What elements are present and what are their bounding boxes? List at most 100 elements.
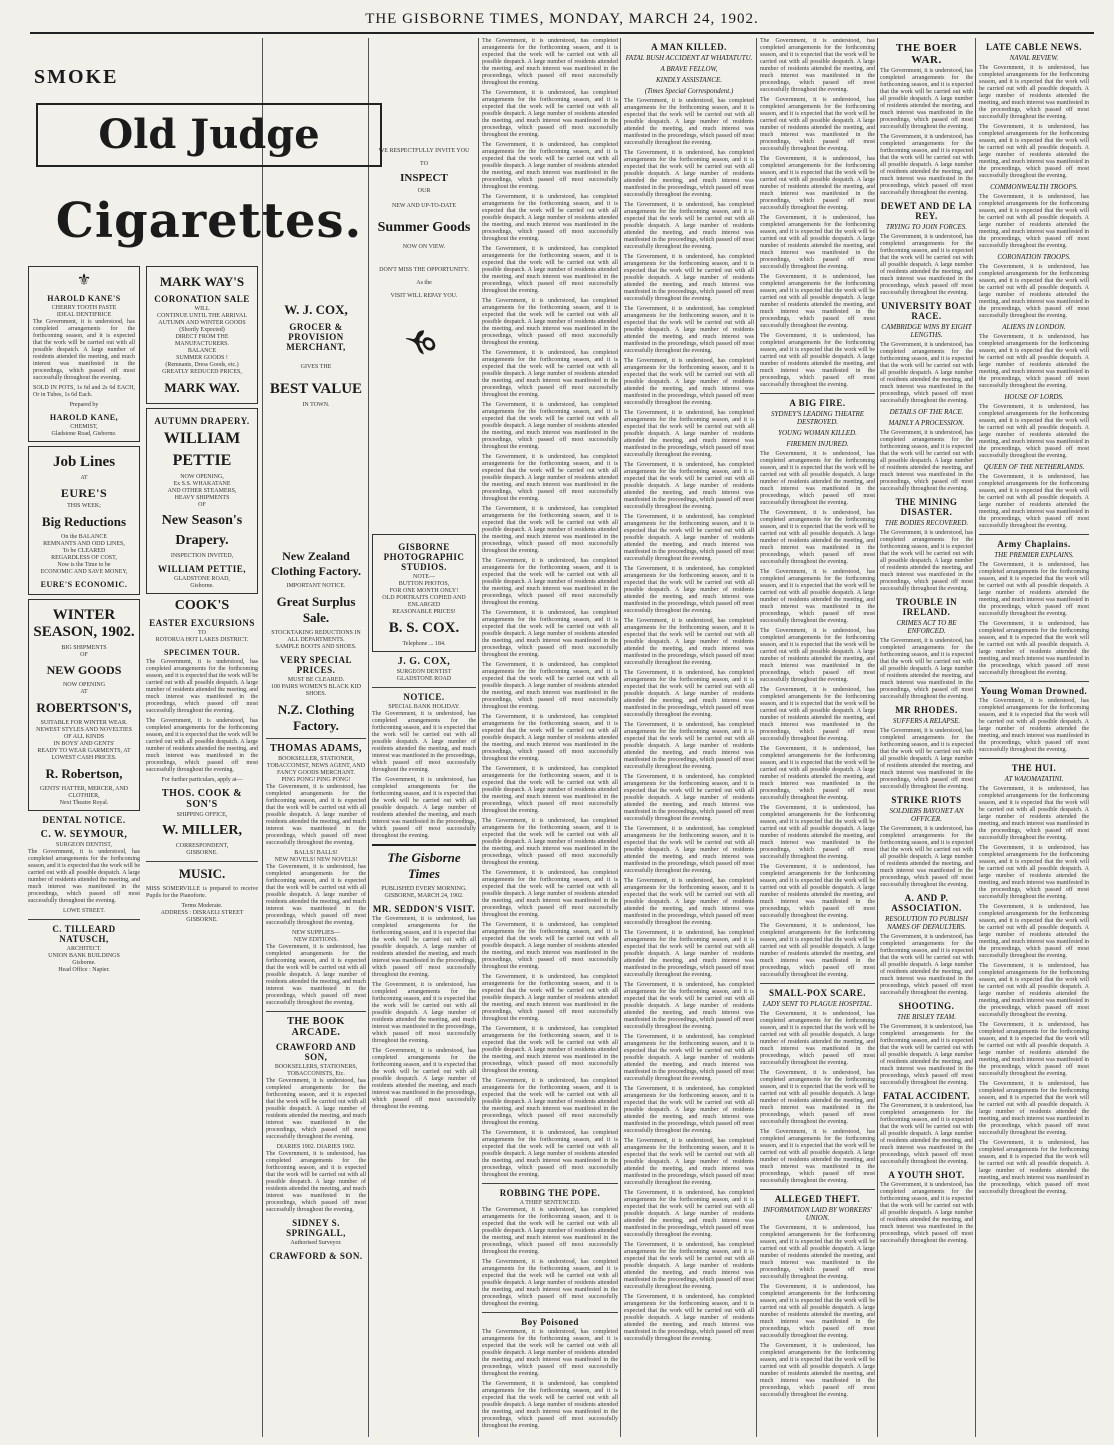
surgeon-dentist: SURGEON DENTIST: [396, 669, 452, 675]
column-f: A MAN KILLED. FATAL BUSH ACCIDENT AT WHA…: [624, 38, 754, 1437]
photo-studio-advert: GISBORNE PHOTOGRAPHIC STUDIOS. NOTE— BUT…: [372, 534, 476, 652]
gents-label: GENTS' HATTER, MERCER, AND CLOTHIER,: [39, 786, 129, 799]
column-i: LATE CABLE NEWS. NAVAL REVIEW. The Gover…: [979, 38, 1089, 1437]
kindly-assistance: KINDLY ASSISTANCE.: [655, 76, 723, 84]
column-e: The Government, it is understood, has co…: [482, 38, 618, 1437]
column-rule: [620, 38, 621, 1437]
harold-price: SOLD IN POTS, 1s 6d and 2s 6d EACH, Or i…: [33, 385, 135, 398]
harold-chemist: HAROLD KANE,: [49, 413, 119, 422]
article-body: The Government, it is understood, has co…: [624, 982, 754, 1030]
mark-way-advert: MARK WAY'S CORONATION SALE WILL CONTINUE…: [146, 266, 258, 404]
at-waiomatatini: AT WAIOMATATINI.: [1004, 775, 1064, 783]
very-special: VERY SPECIAL PRICES.: [279, 655, 353, 675]
fatal-accident-2: FATAL ACCIDENT.: [883, 1091, 970, 1101]
mr-rhodes: MR RHODES.: [895, 705, 958, 715]
university-boat-race: UNIVERSITY BOAT RACE.: [881, 301, 972, 321]
article-body: The Government, it is understood, has co…: [482, 350, 618, 398]
article-body: The Government, it is understood, has co…: [624, 878, 754, 926]
article-body: The Government, it is understood, has co…: [624, 462, 754, 510]
in-town: IN TOWN.: [302, 402, 330, 408]
boer-war: THE BOER WAR.: [895, 42, 958, 66]
one-month: FOR ONE MONTH ONLY!: [389, 588, 459, 594]
article-body: The Government, it is understood, has co…: [880, 1024, 973, 1086]
diaries-body: The Government, it is understood, has co…: [266, 1151, 366, 1213]
article-body: The Government, it is understood, has co…: [760, 38, 875, 93]
robertsons-name: ROBERTSON'S,: [36, 700, 132, 715]
specimen-tour: SPECIMEN TOUR.: [163, 648, 241, 657]
article-body: The Government, it is understood, has co…: [979, 334, 1089, 389]
lowe-street: LOWE STREET.: [63, 908, 105, 914]
notice-body-2: The Government, it is understood, has co…: [372, 777, 476, 839]
william-pettie: WILLIAM PETTIE,: [157, 564, 247, 574]
signature-logo: ⚘: [372, 300, 476, 530]
regardless-label: REGARDLESS OF COST,: [51, 555, 117, 561]
article-body: The Government, it is understood, has co…: [760, 156, 875, 211]
seddon-visit: MR. SEDDON'S VISIT.: [372, 904, 476, 914]
supplies-label: NEW SUPPLIES—: [291, 930, 341, 936]
seddon-body-2: The Government, it is understood, has co…: [372, 982, 476, 1044]
article-body: The Government, it is understood, has co…: [979, 264, 1089, 319]
a-and-p: A. AND P. ASSOCIATION.: [891, 893, 962, 913]
harold-kane-name: HAROLD KANE'S: [47, 294, 121, 303]
article-body: The Government, it is understood, has co…: [624, 566, 754, 614]
w-miller: W. MILLER,: [161, 823, 242, 838]
article-body: The Government, it is understood, has co…: [482, 298, 618, 346]
old-judge-heading: Old Judge: [36, 103, 382, 167]
gisborne-label: Gisborne.: [72, 960, 96, 966]
article-body: The Government, it is understood, has co…: [482, 818, 618, 866]
smoke-heading: SMOKE: [34, 66, 119, 88]
now-opening: NOW OPENING,: [180, 474, 224, 480]
firemen-injured: FIREMEN INJURED.: [786, 440, 849, 448]
article-body: The Government, it is understood, has co…: [624, 826, 754, 874]
article-body: The Government, it is understood, has co…: [880, 234, 973, 296]
novels-body: The Government, it is understood, has co…: [266, 864, 366, 926]
article-body: The Government, it is understood, has co…: [760, 923, 875, 978]
visit-label: VISIT WILL REPAY YOU.: [390, 293, 458, 299]
article-body: The Government, it is understood, has co…: [482, 714, 618, 762]
house-lords: HOUSE OF LORDS.: [1004, 393, 1064, 401]
of-label: OF: [198, 502, 206, 508]
somerville-text: MISS SOMERVILLE is prepared to receive P…: [146, 886, 258, 899]
dental-notice: DENTAL NOTICE.: [42, 815, 126, 825]
continue-label: CONTINUE UNTIL THE ARRIVAL: [156, 313, 248, 319]
article-body: The Government, it is understood, has co…: [760, 1225, 875, 1280]
ex-ss-label: Ex S.S. WHAKATANE: [173, 481, 231, 487]
prepared-by: Prepared by: [69, 402, 99, 408]
robbing-pope: ROBBING THE POPE.: [499, 1188, 601, 1198]
coronation-sale: CORONATION SALE: [154, 294, 250, 304]
brave-fellow: A BRAVE FELLOW,: [660, 65, 718, 73]
commonwealth-troops: COMMONWEALTH TROOPS.: [990, 183, 1078, 191]
novels-label: NEW NOVELS! NEW NOVELS!: [274, 857, 358, 863]
mining-disaster: THE MINING DISASTER.: [895, 497, 958, 517]
article-body: The Government, it is understood, has co…: [979, 1081, 1089, 1136]
crimes-act: CRIMES ACT TO BE ENFORCED.: [896, 619, 957, 635]
article-body: The Government, it is understood, has co…: [880, 134, 973, 196]
naval-review: NAVAL REVIEW.: [1009, 54, 1059, 62]
article-body: The Government, it is understood, has co…: [880, 728, 973, 790]
information-laid: INFORMATION LAID BY WORKERS' UNION.: [763, 1206, 872, 1222]
article-body: The Government, it is understood, has co…: [624, 930, 754, 978]
special-bank: SPECIAL BANK HOLIDAY.: [388, 704, 460, 710]
column-rule: [877, 38, 878, 1437]
rotorua-label: ROTORUA HOT LAKES DISTRICT.: [155, 637, 249, 643]
article-body: The Government, it is understood, has co…: [624, 722, 754, 770]
young-woman-killed: YOUNG WOMAN KILLED.: [778, 429, 857, 437]
article-body: The Government, it is understood, has co…: [482, 142, 618, 190]
article-body: The Government, it is understood, has co…: [482, 974, 618, 1022]
article-body: The Government, it is understood, has co…: [760, 1011, 875, 1066]
harold-role: CHEMIST,: [70, 424, 98, 430]
thos-cook: THOS. COOK & SON'S: [161, 788, 243, 810]
eures-name: EURE'S: [60, 486, 108, 500]
advert-body: The Government, it is understood, has co…: [33, 319, 135, 381]
article-body: The Government, it is understood, has co…: [979, 845, 1089, 900]
summer-goods: Summer Goods: [377, 220, 471, 235]
lady-sent: LADY SENT TO PLAGUE HOSPITAL.: [762, 1000, 873, 1008]
cox-advert: W. J. COX, GROCER & PROVISION MERCHANT, …: [266, 262, 366, 542]
article-body: The Government, it is understood, has co…: [624, 150, 754, 198]
grocer-label: GROCER & PROVISION MERCHANT,: [286, 322, 346, 352]
ping-pong: PING PONG! PING PONG!: [281, 777, 351, 783]
the-hui: THE HUI.: [1011, 763, 1057, 773]
man-killed: A MAN KILLED.: [651, 42, 727, 52]
article-body: The Government, it is understood, has co…: [760, 451, 875, 506]
button-photos: BUTTON PHOTOS,: [398, 581, 450, 587]
